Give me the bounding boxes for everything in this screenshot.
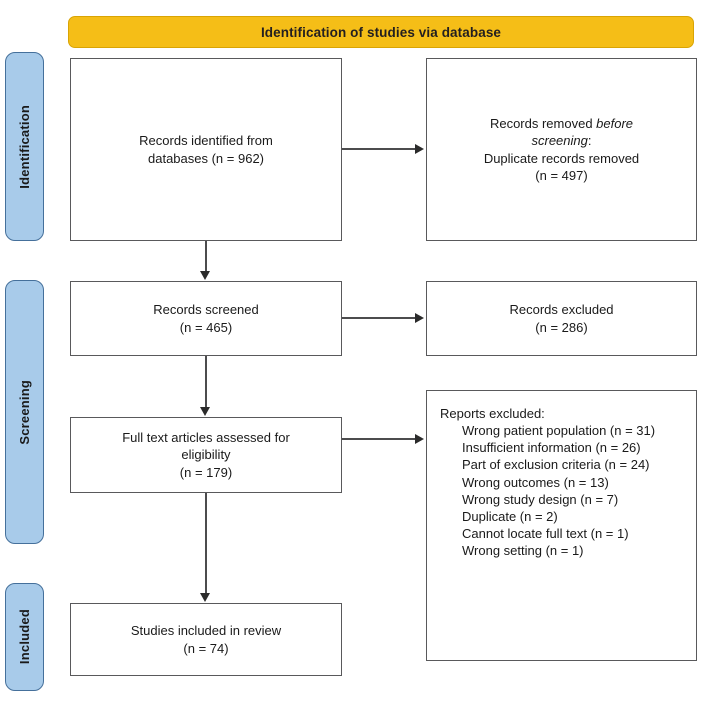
- connector-fulltext-to-reports: [342, 438, 416, 440]
- connector-identified-to-removed: [342, 148, 416, 150]
- box-records-removed-line2-italic: screening: [531, 133, 588, 149]
- list-item: Wrong patient population (n = 31): [462, 423, 656, 439]
- box-records-removed: Records removed before screening: Duplic…: [426, 58, 697, 241]
- box-records-removed-line1: Records removed before: [435, 115, 688, 132]
- box-records-identified-line1: Records identified from: [139, 133, 273, 149]
- box-records-removed-line1-prefix: Records removed: [489, 116, 597, 132]
- box-reports-excluded-title: Reports excluded:: [440, 406, 545, 421]
- box-records-identified: Records identified from databases (n = 9…: [70, 58, 342, 241]
- phase-label-identification-text: Identification: [17, 104, 32, 189]
- box-records-removed-line3: Duplicate records removed: [483, 150, 640, 166]
- arrow-right-icon: [415, 433, 424, 444]
- box-reports-excluded: Reports excluded: Wrong patient populati…: [426, 390, 697, 661]
- box-records-removed-line4: (n = 497): [535, 167, 588, 183]
- box-records-excluded: Records excluded (n = 286): [426, 281, 697, 356]
- box-records-excluded-line1: Records excluded: [509, 302, 614, 318]
- box-studies-included-line1: Studies included in review: [130, 623, 282, 639]
- list-item: Wrong study design (n = 7): [462, 491, 619, 507]
- box-records-screened: Records screened (n = 465): [70, 281, 342, 356]
- box-fulltext-assessed-line2: eligibility: [181, 447, 231, 463]
- list-item: Insufficient information (n = 26): [462, 440, 641, 456]
- arrow-right-icon: [415, 312, 424, 323]
- box-studies-included-line2: (n = 74): [183, 640, 229, 656]
- arrow-down-icon: [200, 407, 210, 416]
- arrow-down-icon: [200, 271, 210, 280]
- box-fulltext-assessed: Full text articles assessed for eligibil…: [70, 417, 342, 493]
- box-fulltext-assessed-line1: Full text articles assessed for: [122, 430, 290, 446]
- box-records-identified-line2: databases (n = 962): [148, 150, 264, 166]
- connector-screened-to-fulltext: [205, 356, 207, 408]
- arrow-right-icon: [415, 143, 424, 154]
- box-records-screened-line2: (n = 465): [179, 319, 233, 335]
- connector-identified-to-screened: [205, 241, 207, 272]
- connector-screened-to-excluded: [342, 317, 416, 319]
- list-item: Part of exclusion criteria (n = 24): [462, 457, 650, 473]
- reports-excluded-reason-list: Wrong patient population (n = 31) Insuff…: [440, 422, 686, 559]
- list-item: Wrong setting (n = 1): [462, 543, 584, 559]
- banner-title: Identification of studies via database: [260, 24, 502, 40]
- arrow-down-icon: [200, 593, 210, 602]
- phase-label-screening-text: Screening: [17, 379, 32, 445]
- phase-label-screening: Screening: [5, 280, 44, 544]
- banner-identification-via-database: Identification of studies via database: [68, 16, 694, 48]
- phase-label-identification: Identification: [5, 52, 44, 241]
- box-records-removed-line2-suffix: :: [587, 133, 592, 149]
- box-records-screened-line1: Records screened: [153, 302, 259, 318]
- list-item: Wrong outcomes (n = 13): [462, 474, 609, 490]
- box-fulltext-assessed-line3: (n = 179): [179, 464, 233, 480]
- box-records-removed-line2: screening:: [435, 132, 688, 149]
- list-item: Duplicate (n = 2): [462, 508, 558, 524]
- box-studies-included: Studies included in review (n = 74): [70, 603, 342, 676]
- phase-label-included: Included: [5, 583, 44, 691]
- box-records-removed-line1-italic: before: [596, 116, 634, 132]
- list-item: Cannot locate full text (n = 1): [462, 526, 629, 542]
- box-records-excluded-line2: (n = 286): [535, 319, 588, 335]
- phase-label-included-text: Included: [17, 609, 32, 665]
- connector-fulltext-to-included: [205, 493, 207, 594]
